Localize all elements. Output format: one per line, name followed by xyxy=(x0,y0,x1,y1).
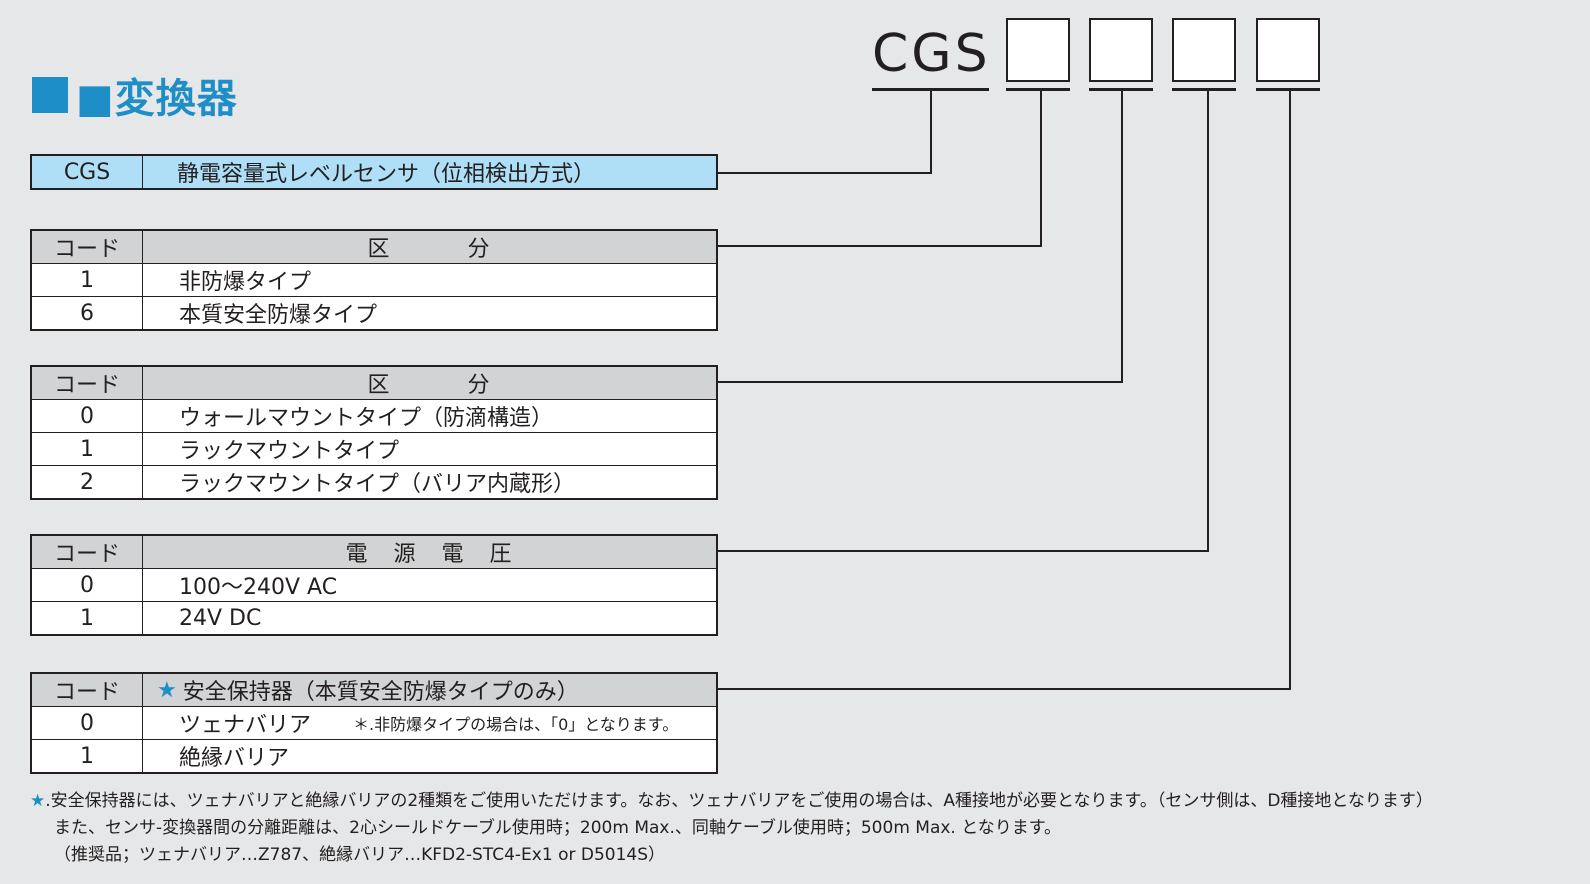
square-bullet-icon xyxy=(32,77,68,113)
section-title-text: ■変換器 xyxy=(76,76,238,122)
power-voltage-table: コード 電 源 電 圧 0 100〜240V AC 1 24V DC xyxy=(30,534,718,636)
inline-note: ＊.非防爆タイプの場合は、「0」となります。 xyxy=(353,715,679,734)
connector-cgs-h xyxy=(716,172,932,174)
table-row: 2 ラックマウントタイプ（バリア内蔵形） xyxy=(32,465,716,498)
header-classification: 区分 xyxy=(367,373,492,398)
row-code: 0 xyxy=(32,569,143,601)
table-row: 0 ツェナバリア ＊.非防爆タイプの場合は、「0」となります。 xyxy=(32,706,716,739)
cgs-description: 静電容量式レベルセンサ（位相検出方式） xyxy=(177,162,596,187)
row-description: ウォールマウントタイプ（防滴構造） xyxy=(179,406,554,431)
table-row: 0 100〜240V AC xyxy=(32,568,716,601)
connector-1-v xyxy=(1040,89,1042,247)
row-code: 1 xyxy=(32,602,143,634)
footnote: ★.安全保持器には、ツェナバリアと絶縁バリアの2種類をご使用いただけます。なお、… xyxy=(30,788,1433,869)
safety-barrier-table: コード ★安全保持器（本質安全防爆タイプのみ） 0 ツェナバリア ＊.非防爆タイ… xyxy=(30,672,718,774)
row-code: 1 xyxy=(32,740,143,772)
connector-2-h xyxy=(716,381,1123,383)
header-power-voltage: 電 源 電 圧 xyxy=(345,542,514,567)
header-code: コード xyxy=(32,231,143,263)
row-description: 本質安全防爆タイプ xyxy=(179,303,378,328)
classification-table-1: コード 区分 1 非防爆タイプ 6 本質安全防爆タイプ xyxy=(30,229,718,331)
footnote-line-2: また、センサ-変換器間の分離距離は、2心シールドケーブル使用時；200m Max… xyxy=(54,818,1062,838)
code-box-4 xyxy=(1256,18,1320,82)
section-title: ■変換器 xyxy=(32,70,238,122)
row-description: ツェナバリア ＊.非防爆タイプの場合は、「0」となります。 xyxy=(179,713,679,738)
code-box-1 xyxy=(1006,18,1070,82)
cgs-table: CGS 静電容量式レベルセンサ（位相検出方式） xyxy=(30,154,718,190)
connector-4-v xyxy=(1289,89,1291,690)
connector-3-h xyxy=(716,550,1209,552)
connector-4-h xyxy=(716,688,1291,690)
header-code: コード xyxy=(32,367,143,399)
row-code: 0 xyxy=(32,707,143,739)
header-code: コード xyxy=(32,674,143,706)
row-code: 1 xyxy=(32,433,143,465)
cgs-code: CGS xyxy=(32,156,143,188)
table-row: 1 非防爆タイプ xyxy=(32,263,716,296)
row-description: 絶縁バリア xyxy=(179,746,290,771)
row-description: 100〜240V AC xyxy=(179,575,338,600)
header-safety-barrier: ★安全保持器（本質安全防爆タイプのみ） xyxy=(157,677,579,706)
footnote-line-1: ★.安全保持器には、ツェナバリアと絶縁バリアの2種類をご使用いただけます。なお、… xyxy=(30,791,1433,811)
table-header: コード 区分 xyxy=(32,231,716,263)
table-header: コード 区分 xyxy=(32,367,716,399)
code-box-3-underline xyxy=(1172,88,1236,91)
table-row: 1 絶縁バリア xyxy=(32,739,716,772)
row-code: 1 xyxy=(32,264,143,296)
row-code: 2 xyxy=(32,466,143,498)
model-prefix: CGS xyxy=(872,24,991,84)
table-row: 6 本質安全防爆タイプ xyxy=(32,296,716,329)
row-code: 6 xyxy=(32,297,143,329)
code-box-1-underline xyxy=(1006,88,1070,91)
table-row: 1 ラックマウントタイプ xyxy=(32,432,716,465)
row-code: 0 xyxy=(32,400,143,432)
classification-table-2: コード 区分 0 ウォールマウントタイプ（防滴構造） 1 ラックマウントタイプ … xyxy=(30,365,718,500)
table-row: 1 24V DC xyxy=(32,601,716,634)
row-description: ラックマウントタイプ xyxy=(179,439,400,464)
code-box-2 xyxy=(1089,18,1153,82)
table-header: コード ★安全保持器（本質安全防爆タイプのみ） xyxy=(32,674,716,706)
table-header: コード 電 源 電 圧 xyxy=(32,536,716,568)
connector-3-v xyxy=(1207,89,1209,552)
table-row: 0 ウォールマウントタイプ（防滴構造） xyxy=(32,399,716,432)
code-box-3 xyxy=(1172,18,1236,82)
star-icon: ★ xyxy=(30,791,46,811)
connector-cgs-v xyxy=(930,89,932,174)
row-description: 24V DC xyxy=(179,605,262,631)
header-code: コード xyxy=(32,536,143,568)
row-description: 非防爆タイプ xyxy=(179,270,312,295)
code-box-4-underline xyxy=(1256,88,1320,91)
header-classification: 区分 xyxy=(367,237,492,262)
footnote-line-3: （推奨品；ツェナバリア…Z787、絶縁バリア…KFD2-STC4-Ex1 or … xyxy=(54,845,666,865)
star-icon: ★ xyxy=(157,677,177,703)
connector-1-h xyxy=(716,245,1042,247)
table-row: CGS 静電容量式レベルセンサ（位相検出方式） xyxy=(32,156,716,188)
row-description: ラックマウントタイプ（バリア内蔵形） xyxy=(179,472,576,497)
connector-2-v xyxy=(1121,89,1123,383)
